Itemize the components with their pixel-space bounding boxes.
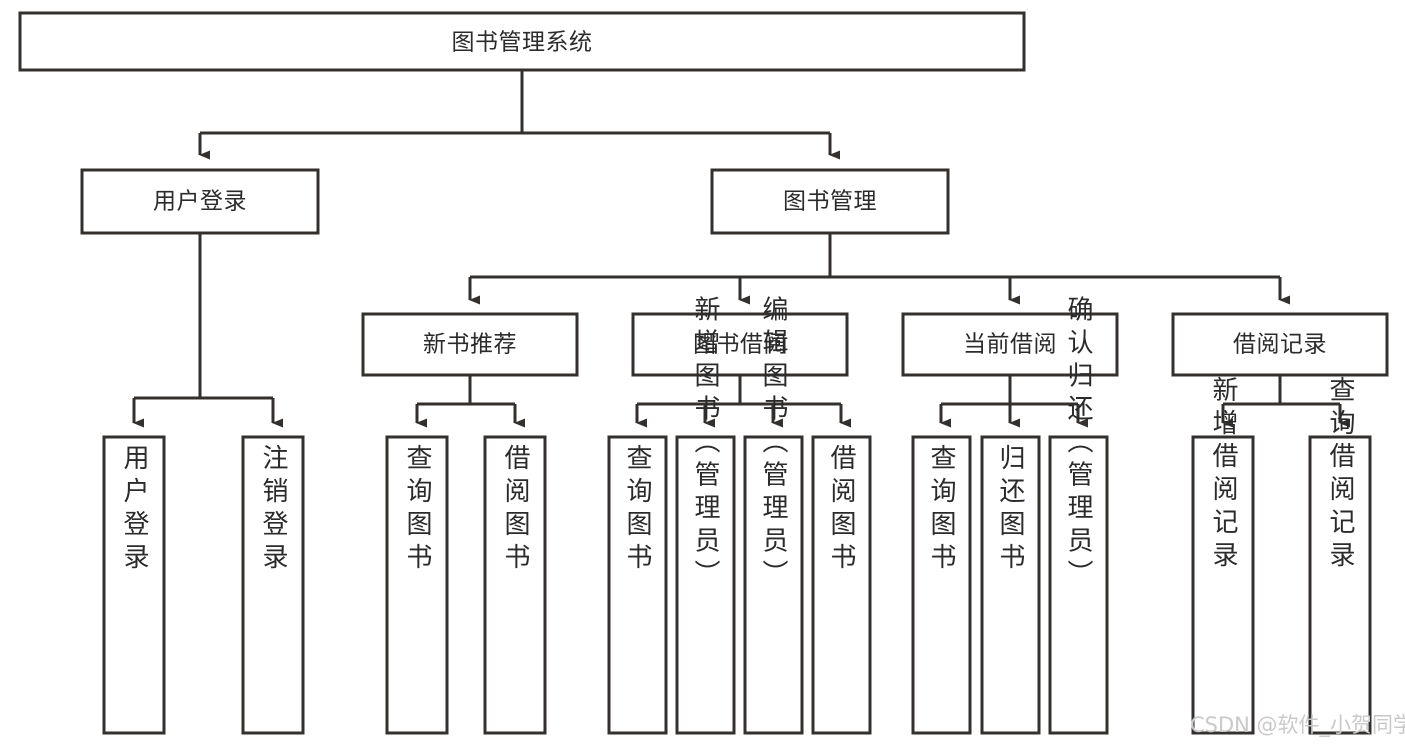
node-root-rect[interactable]	[18, 11, 1026, 72]
node-borrow-records-label: 借阅记录	[1233, 332, 1327, 358]
leaf-query-borrow-record[interactable]: 查询借阅记录	[1308, 376, 1372, 735]
leaf-add-book-admin-rect[interactable]	[675, 435, 736, 735]
leaf-borrow-book-borrow[interactable]: 借阅图书	[811, 435, 872, 735]
leaf-user-login[interactable]: 用户登录	[102, 435, 166, 735]
leaf-query-book-borrow[interactable]: 查询图书	[607, 435, 668, 735]
node-book-borrow-rect[interactable]	[631, 312, 849, 377]
csdn-watermark: CSDN @软件_小贺同学	[1190, 713, 1405, 738]
node-book-manage[interactable]: 图书管理	[710, 168, 950, 235]
leaf-query-book-newbook[interactable]: 查询图书	[385, 435, 449, 735]
leaf-query-book-borrow-label: 查询图书	[622, 444, 652, 576]
leaf-confirm-return-admin-rect[interactable]	[1048, 435, 1109, 735]
leaf-return-book-label: 归还图书	[995, 444, 1025, 576]
node-new-book-recommend-label: 新书推荐	[423, 332, 517, 358]
leaf-query-book-current[interactable]: 查询图书	[911, 435, 972, 735]
node-book-manage-rect[interactable]	[710, 168, 950, 235]
leaf-logout-label: 注销登录	[258, 444, 288, 576]
leaf-user-login-label: 用户登录	[119, 444, 149, 576]
leaf-edit-book-admin[interactable]: 编辑图书（管理员）	[743, 295, 804, 735]
leaf-user-login-rect[interactable]	[102, 435, 166, 735]
leaf-add-book-admin-label: 新增图书（管理员）	[690, 295, 720, 592]
node-book-borrow-label: 图书借阅	[693, 332, 787, 358]
leaf-edit-book-admin-rect[interactable]	[743, 435, 804, 735]
leaf-query-borrow-record-rect[interactable]	[1308, 435, 1372, 735]
leaf-edit-book-admin-label: 编辑图书（管理员）	[758, 295, 788, 592]
leaf-add-borrow-record-label: 新增借阅记录	[1208, 376, 1238, 574]
node-root[interactable]: 图书管理系统	[18, 11, 1026, 72]
node-new-book-recommend[interactable]: 新书推荐	[361, 312, 579, 377]
leaf-return-book-rect[interactable]	[980, 435, 1041, 735]
leaf-confirm-return-admin[interactable]: 确认归还（管理员）	[1048, 295, 1109, 735]
leaf-add-borrow-record[interactable]: 新增借阅记录	[1191, 376, 1255, 735]
leaf-query-book-current-rect[interactable]	[911, 435, 972, 735]
node-user-login[interactable]: 用户登录	[80, 168, 320, 235]
node-current-borrow-rect[interactable]	[901, 312, 1119, 377]
node-borrow-records-rect[interactable]	[1171, 312, 1389, 377]
node-borrow-records[interactable]: 借阅记录	[1171, 312, 1389, 377]
node-current-borrow[interactable]: 当前借阅	[901, 312, 1119, 377]
leaf-query-book-current-label: 查询图书	[926, 444, 956, 576]
node-root-label: 图书管理系统	[452, 30, 593, 56]
node-user-login-rect[interactable]	[80, 168, 320, 235]
leaf-borrow-book-newbook[interactable]: 借阅图书	[483, 435, 547, 735]
leaf-add-borrow-record-rect[interactable]	[1191, 435, 1255, 735]
leaf-query-book-borrow-rect[interactable]	[607, 435, 668, 735]
leaf-logout-rect[interactable]	[241, 435, 305, 735]
node-book-manage-label: 图书管理	[783, 189, 877, 215]
leaf-query-book-newbook-rect[interactable]	[385, 435, 449, 735]
leaf-add-book-admin[interactable]: 新增图书（管理员）	[675, 295, 736, 735]
edges-layer	[132, 70, 1350, 428]
node-book-borrow[interactable]: 图书借阅	[631, 312, 849, 377]
leaf-confirm-return-admin-label: 确认归还（管理员）	[1063, 295, 1093, 592]
leaf-borrow-book-newbook-label: 借阅图书	[500, 444, 530, 576]
leaf-logout[interactable]: 注销登录	[241, 435, 305, 735]
node-user-login-label: 用户登录	[153, 189, 247, 215]
node-current-borrow-label: 当前借阅	[963, 332, 1057, 358]
leaf-query-book-newbook-label: 查询图书	[402, 444, 432, 576]
leaf-borrow-book-borrow-rect[interactable]	[811, 435, 872, 735]
leaf-return-book[interactable]: 归还图书	[980, 435, 1041, 735]
node-new-book-recommend-rect[interactable]	[361, 312, 579, 377]
leaf-borrow-book-newbook-rect[interactable]	[483, 435, 547, 735]
leaf-query-borrow-record-label: 查询借阅记录	[1325, 376, 1355, 574]
leaf-borrow-book-borrow-label: 借阅图书	[826, 444, 856, 576]
